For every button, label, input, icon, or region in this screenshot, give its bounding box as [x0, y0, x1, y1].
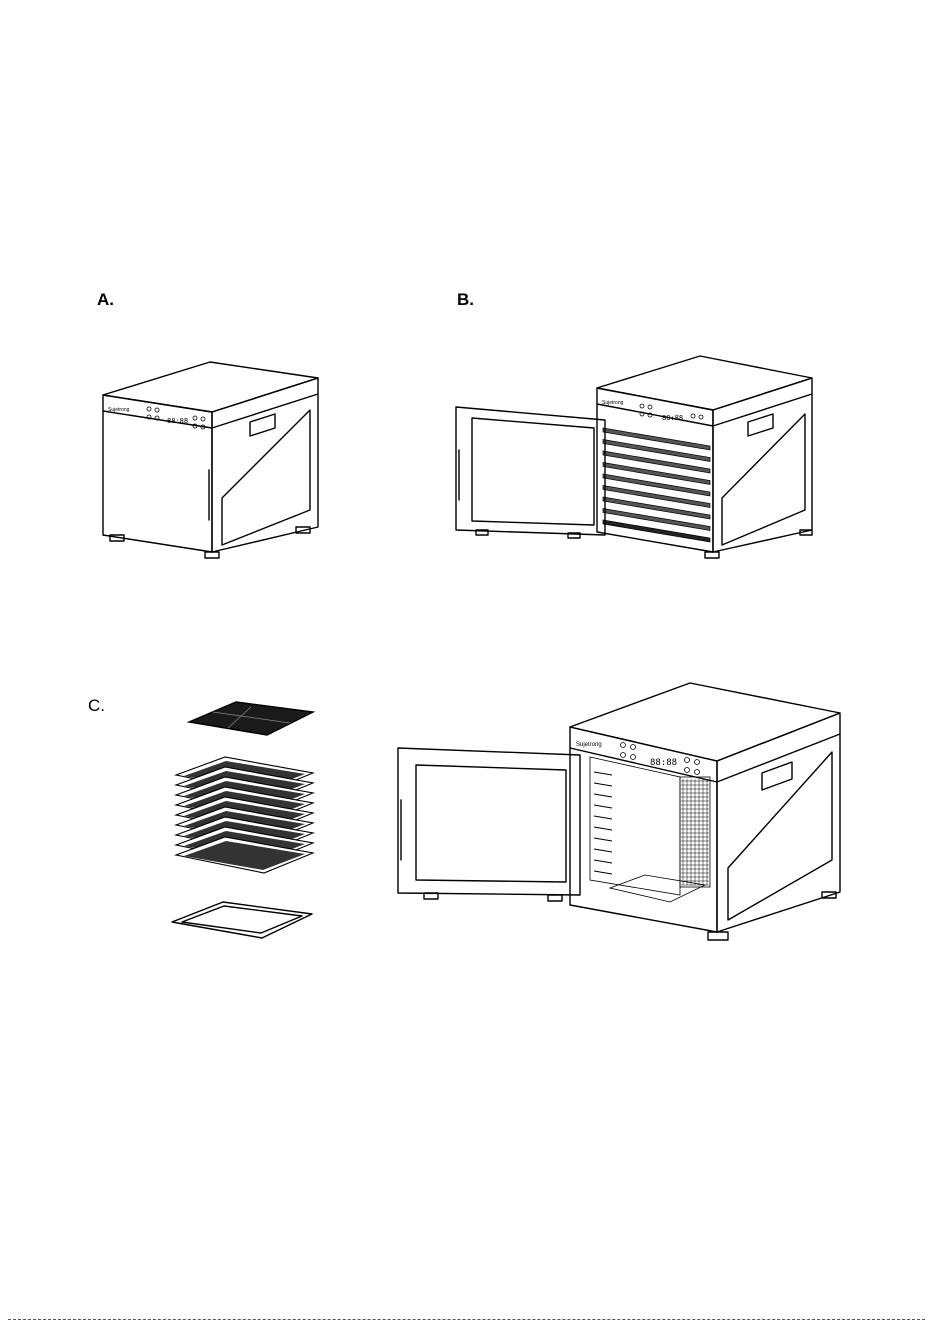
open-top-face: [597, 356, 812, 410]
page-bottom-rule: [8, 1319, 925, 1320]
empty-side-face: [717, 713, 840, 932]
tray-rail: [594, 838, 612, 841]
closed-display-readout: 88:88: [167, 417, 188, 425]
tray-rail: [594, 805, 612, 808]
dehydrator-closed: Sujetrong 88:88: [103, 362, 318, 558]
tray: [603, 463, 710, 485]
tray: [603, 451, 710, 473]
tray: [603, 486, 710, 508]
tray-rail: [594, 849, 612, 852]
empty-interior: [590, 757, 680, 895]
empty-side-handle: [762, 762, 792, 790]
tray-rail: [594, 860, 612, 863]
empty-side-panel: [728, 752, 832, 920]
closed-side-handle: [250, 414, 275, 436]
empty-door-window: [416, 765, 566, 882]
open-door-window: [472, 418, 594, 525]
tray: [603, 497, 710, 519]
closed-panel-edge: [103, 394, 318, 428]
open-door: [456, 407, 605, 535]
empty-brand-text: Sujetrong: [576, 742, 602, 748]
closed-side-face: [212, 378, 318, 552]
open-side-panel: [722, 414, 805, 545]
tray-rail: [594, 783, 612, 786]
tray-rail: [594, 772, 612, 775]
open-side-handle: [748, 414, 773, 436]
open-side-face: [713, 378, 812, 552]
tray-rails: [594, 772, 612, 874]
tray: [603, 440, 710, 462]
tray: [603, 428, 710, 450]
empty-foot: [548, 895, 562, 901]
tray-stack: [172, 702, 313, 938]
open-foot: [705, 552, 719, 558]
tray-rail: [594, 827, 612, 830]
dehydrator-open-empty: Sujetrong 88:88: [398, 683, 840, 940]
closed-brand-text: Sujetrong: [108, 407, 130, 413]
tray-rail: [594, 871, 612, 874]
stacked-trays: [176, 757, 313, 873]
tray: [603, 509, 710, 531]
tray: [603, 474, 710, 496]
closed-front-face: [103, 395, 212, 552]
tray: [603, 520, 710, 542]
open-panel-edge: [597, 394, 812, 426]
tray-rail: [594, 794, 612, 797]
open-display-readout: 88:88: [662, 414, 683, 422]
closed-foot: [205, 552, 219, 558]
open-trays: [603, 428, 710, 542]
empty-foot: [708, 932, 728, 940]
mesh-sheet: [189, 702, 313, 735]
tray-rail: [594, 816, 612, 819]
dehydrator-open-trays: Sujetrong 88:88: [456, 356, 812, 558]
empty-display-readout: 88:88: [650, 758, 677, 768]
open-brand-text: Sujetrong: [602, 400, 624, 406]
